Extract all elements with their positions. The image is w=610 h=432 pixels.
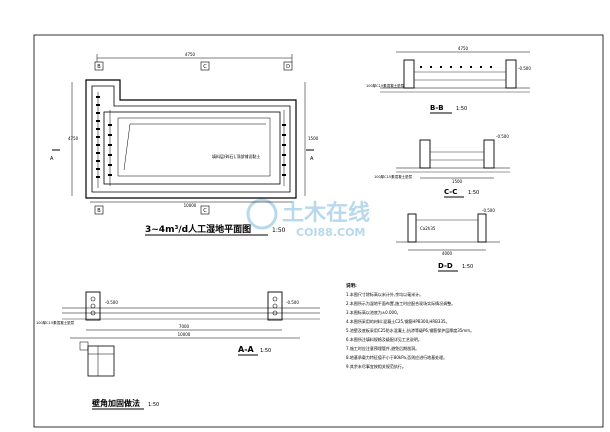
plan-dim-left: 4750	[68, 136, 79, 141]
notes-heading: 说明:	[346, 282, 357, 289]
aa-base-note: 100厚C15素混凝土垫层	[36, 320, 75, 325]
section-marker-a-right: A	[310, 156, 314, 162]
plan-title: 3~4m³/d人工湿地平面图	[145, 223, 251, 235]
section-c-c: 100厚C15素混凝土垫层 -0.500 1500 C-C 1:50	[374, 134, 510, 198]
cc-label: C-C	[444, 188, 457, 196]
note-9: 9.其余未尽事宜按相关规范执行。	[346, 363, 406, 369]
plan-view: 4750 4750 1500 10000 B C D B C	[50, 52, 319, 236]
plan-dim-right: 1500	[308, 136, 319, 141]
aa-elev-left: -0.500	[105, 300, 118, 305]
plan-note: 填料层(碎石),顶部铺设黏土	[212, 153, 260, 159]
bb-dim: 4750	[458, 46, 469, 51]
section-marker-a-left: A	[50, 156, 54, 162]
bb-scale: 1:50	[456, 106, 467, 112]
bb-label: B-B	[430, 104, 444, 112]
note-3: 3.本图标高以池底为±0.000。	[346, 309, 401, 315]
note-8: 8.地基承载力特征值不小于80kPa,否则应进行地基处理。	[346, 354, 447, 360]
dd-fill: Ca2h35	[420, 226, 436, 231]
plan-scale: 1:50	[272, 227, 286, 234]
corner-title: 壁角加固做法	[92, 398, 140, 408]
aa-label: A-A	[238, 345, 255, 354]
dd-scale: 1:50	[462, 264, 473, 270]
aa-dim-inner: 7000	[179, 324, 190, 329]
cc-dim: 1500	[452, 179, 463, 184]
plan-grid-b-top: B	[97, 64, 101, 70]
plan-grid-d-top: D	[286, 64, 290, 70]
aa-dim-total: 10000	[178, 332, 191, 337]
dd-label: D-D	[438, 262, 453, 270]
bb-elev: -0.500	[518, 66, 531, 71]
watermark-text: 土木在线	[282, 200, 370, 226]
cc-scale: 1:50	[468, 190, 479, 196]
aa-elev-right: -0.500	[286, 300, 299, 305]
bb-base: 100厚C15素混凝土垫层	[366, 83, 405, 88]
note-5: 5.池壁及底板采用C25防水混凝土,抗渗等级P6,钢筋保护层厚度35mm。	[346, 327, 474, 333]
corner-scale: 1:50	[148, 402, 159, 408]
note-4: 4.本图所采用的材料:混凝土C25,钢筋HPB300,HRB335。	[346, 318, 450, 324]
note-1: 1.本图尺寸除标高以米计外,余均以毫米计。	[346, 291, 423, 297]
corner-detail: 壁角加固做法 1:50	[79, 341, 159, 410]
section-b-b: 4750 100厚C15素混凝土垫层 -0.500 B-B 1:50	[366, 46, 531, 114]
notes-block: 说明: 1.本图尺寸除标高以米计外,余均以毫米计。 2.本图所示为湿地平面布置,…	[346, 282, 474, 369]
cc-base: 100厚C15素混凝土垫层	[374, 174, 413, 179]
watermark: 土木在线 COI88.COM	[246, 198, 370, 239]
plan-dim-top: 4750	[185, 52, 196, 57]
plan-grid-c-bottom: C	[203, 208, 207, 214]
dd-dim: 4000	[442, 251, 453, 256]
plan-grid-b-bottom: B	[97, 208, 101, 214]
aa-scale: 1:50	[260, 348, 271, 354]
plan-grid-c-top: C	[203, 64, 207, 70]
note-7: 7.施工时应注意预埋管件,避免后期凿洞。	[346, 345, 419, 351]
cc-elev: -0.500	[496, 134, 509, 139]
section-d-d: Ca2h35 -0.500 4000 D-D 1:50	[396, 208, 500, 272]
note-6: 6.本图所注填料规格及级配详见工艺说明。	[346, 336, 422, 342]
watermark-url: COI88.COM	[296, 226, 365, 239]
note-2: 2.本图所示为湿地平面布置,施工时应配合现场实际情况调整。	[346, 300, 455, 306]
plan-dim-bottom: 10000	[184, 203, 197, 208]
sheet-border	[33, 34, 604, 428]
section-a-a: -0.500 -0.500 100厚C15素混凝土垫层 7000 10000 A…	[36, 291, 320, 356]
dd-elev: -0.500	[482, 208, 495, 213]
